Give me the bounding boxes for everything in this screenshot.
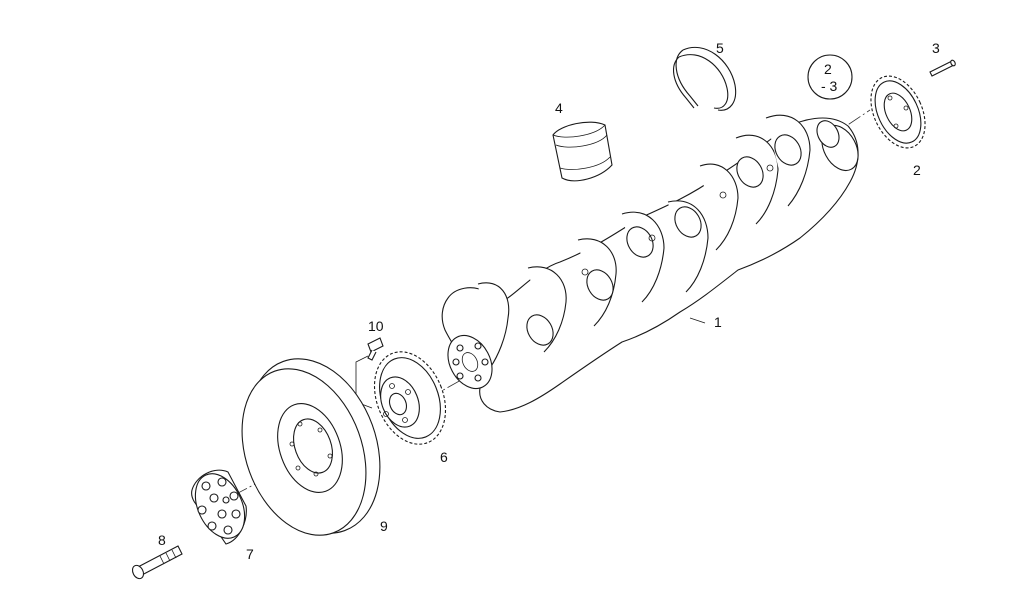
dowel-pin	[929, 59, 956, 77]
callout-6: 6	[440, 449, 448, 465]
thrust-washer	[673, 46, 737, 111]
gear-bolt	[355, 337, 384, 409]
bearing-shell	[552, 121, 613, 182]
callout-8: 8	[158, 532, 166, 548]
callout-5: 5	[716, 40, 724, 56]
damper-hub	[191, 469, 247, 545]
front-gear	[373, 351, 447, 445]
crankshaft	[441, 114, 859, 413]
hub-screw	[131, 545, 183, 580]
callout-10: 10	[368, 318, 384, 334]
callout-7: 7	[246, 546, 254, 562]
note-text-line1: 2	[824, 61, 832, 77]
rear-gear	[870, 75, 926, 149]
vibration-damper	[241, 358, 381, 536]
callout-1: 1	[714, 314, 722, 330]
callout-4: 4	[555, 100, 563, 116]
callout-9: 9	[380, 518, 388, 534]
note-circle	[807, 54, 853, 100]
callout-2: 2	[913, 162, 921, 178]
callout-3: 3	[932, 40, 940, 56]
leader-line-1	[689, 317, 706, 324]
note-text-line2: - 3	[821, 78, 838, 94]
